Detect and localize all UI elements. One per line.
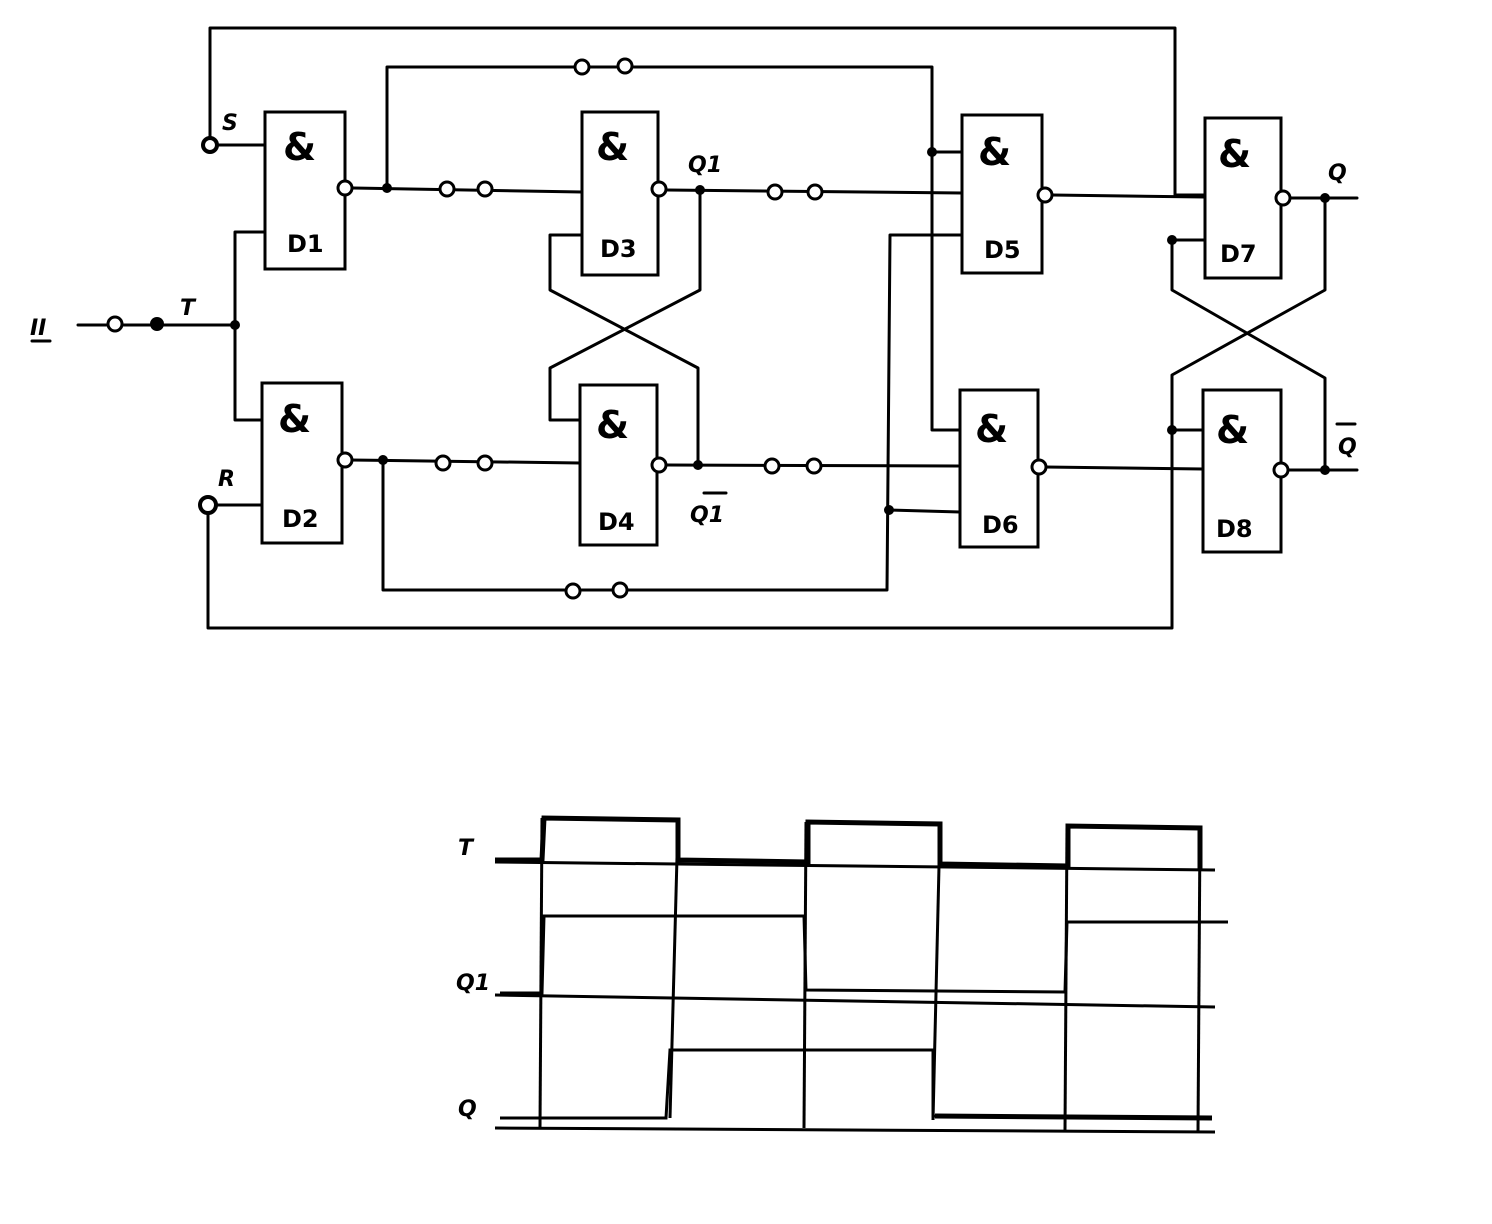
gate-symbol: & xyxy=(978,130,1011,174)
gate-label-d8: D8 xyxy=(1216,515,1253,543)
gate-d3: & D3 xyxy=(580,110,668,277)
wire-d2-to-d6 xyxy=(887,508,962,514)
junction-dot xyxy=(1320,465,1330,475)
q-bar-label: Q xyxy=(1338,435,1357,460)
main-input-label: II xyxy=(30,316,46,341)
timing-label-q: Q xyxy=(458,1097,477,1122)
t-waveform xyxy=(495,815,1203,870)
connector xyxy=(434,454,452,472)
set-label: S xyxy=(222,111,238,136)
junction-dot xyxy=(927,147,937,157)
gate-symbol: & xyxy=(975,407,1008,451)
connector xyxy=(611,581,629,599)
junction-dot xyxy=(1167,235,1177,245)
wire-cross-d3 xyxy=(548,188,702,422)
q1-waveform xyxy=(500,914,1228,995)
connector xyxy=(616,57,634,75)
gate-label-d3: D3 xyxy=(600,235,637,263)
wire-t-to-d1 xyxy=(233,230,267,327)
timing-label-t: T xyxy=(458,836,475,861)
wire-s-feedback xyxy=(208,26,1207,197)
wire-d2-loop xyxy=(381,233,964,592)
connector xyxy=(805,457,823,475)
junction-dot xyxy=(1167,425,1177,435)
gate-label-d1: D1 xyxy=(287,230,324,258)
junctions xyxy=(230,147,1330,515)
q1-bar-label: Q1 xyxy=(690,503,724,528)
gate-d8: & D8 xyxy=(1201,388,1290,554)
q-baseline xyxy=(494,1126,1216,1134)
connector xyxy=(150,317,164,331)
wire-cross-d8 xyxy=(1170,238,1327,472)
wire-t-to-d2 xyxy=(233,323,264,422)
wire-d1-to-d5 xyxy=(385,65,964,190)
junction-dot xyxy=(382,183,392,193)
transition-guides xyxy=(538,817,1202,1133)
wire-r-feedback xyxy=(206,428,1207,630)
gate-symbol: & xyxy=(1216,408,1249,452)
q1-label: Q1 xyxy=(688,153,722,178)
timing-diagram: T Q1 Q xyxy=(456,815,1228,1134)
gate-d4: & D4 xyxy=(578,383,668,547)
gate-d2: & D2 xyxy=(260,381,354,545)
wire-d5-out xyxy=(1050,193,1207,199)
junction-dot xyxy=(378,455,388,465)
connector xyxy=(438,180,456,198)
q-label: Q xyxy=(1328,161,1347,186)
gate-label-d2: D2 xyxy=(282,505,319,533)
gate-label-d7: D7 xyxy=(1220,240,1257,268)
r-terminal xyxy=(198,495,218,515)
t-baseline xyxy=(494,860,1216,872)
clock-label: T xyxy=(180,296,197,321)
junction-dot xyxy=(693,460,703,470)
junction-dot xyxy=(230,320,240,330)
connector xyxy=(476,454,494,472)
gate-symbol: & xyxy=(596,125,629,169)
q-waveform xyxy=(500,1048,1213,1120)
gate-label-d4: D4 xyxy=(598,508,635,536)
connector xyxy=(766,183,784,201)
connector xyxy=(106,315,124,333)
gate-symbol: & xyxy=(278,397,311,441)
gate-symbol: & xyxy=(283,125,316,169)
s-terminal xyxy=(201,136,219,154)
wire-cross-d4 xyxy=(548,233,700,467)
gate-d1: & D1 xyxy=(263,110,354,271)
connectors xyxy=(106,57,824,600)
connector xyxy=(573,58,591,76)
gate-label-d6: D6 xyxy=(982,511,1019,539)
wire-d2-out xyxy=(348,458,582,465)
connector xyxy=(564,582,582,600)
gate-label-d5: D5 xyxy=(984,236,1021,264)
gate-d5: & D5 xyxy=(960,113,1054,275)
gate-d7: & D7 xyxy=(1203,116,1292,280)
connector xyxy=(806,183,824,201)
q-waveform-low-segment xyxy=(934,1113,1213,1121)
gate-symbol: & xyxy=(1218,132,1251,176)
logic-schematic: & D1 & D2 & D3 & D4 & D5 xyxy=(30,26,1359,630)
wire-d6-out xyxy=(1043,465,1205,471)
junction-dot xyxy=(884,505,894,515)
junction-dot xyxy=(1320,193,1330,203)
gate-d6: & D6 xyxy=(958,388,1048,549)
junction-dot xyxy=(695,185,705,195)
gate-symbol: & xyxy=(596,403,629,447)
reset-label: R xyxy=(218,467,235,492)
wire-d1-to-d6 xyxy=(930,150,964,432)
connector xyxy=(763,457,781,475)
timing-label-q1: Q1 xyxy=(456,971,490,996)
q1-baseline xyxy=(494,993,1216,1009)
connector xyxy=(476,180,494,198)
